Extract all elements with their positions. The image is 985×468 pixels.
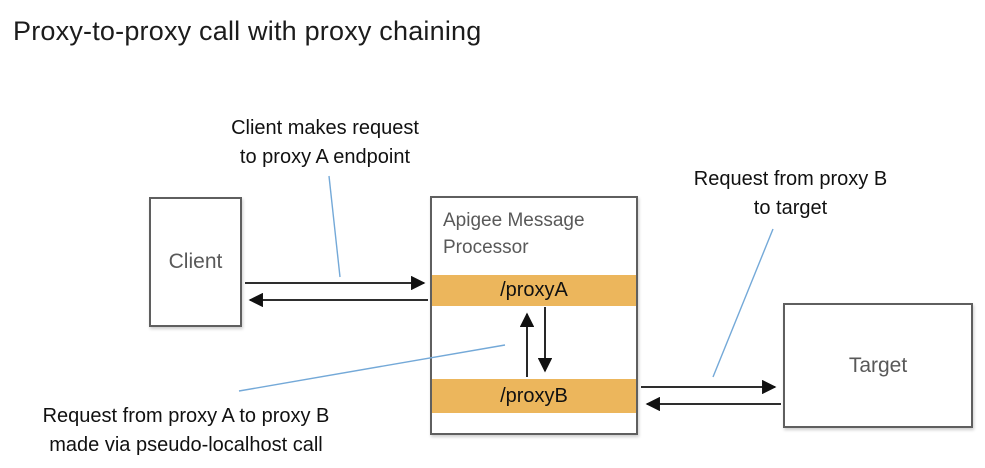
annotation-proxy-b-to-target: Request from proxy B to target: [693, 168, 888, 219]
diagram-title: Proxy-to-proxy call with proxy chaining: [13, 16, 482, 46]
proxy-b-label: /proxyB: [500, 384, 568, 407]
target-label: Target: [848, 353, 908, 377]
callout-line-client-request: [328, 175, 341, 278]
proxy-a-bar: /proxyA: [432, 275, 636, 306]
message-processor-node: Apigee Message Processor /proxyA /proxyB: [430, 196, 638, 435]
client-label: Client: [168, 250, 223, 273]
annotation-client-request: Client makes request to proxy A endpoint: [231, 117, 419, 168]
client-node: Client: [149, 197, 242, 327]
callout-line-proxy-b-to-target: [712, 228, 774, 378]
message-processor-label: Apigee Message Processor: [443, 210, 585, 258]
target-node: Target: [783, 303, 973, 428]
proxy-b-bar: /proxyB: [432, 379, 636, 413]
proxy-a-label: /proxyA: [500, 279, 568, 301]
annotation-proxy-a-to-proxy-b: Request from proxy A to proxy B made via…: [42, 405, 330, 456]
